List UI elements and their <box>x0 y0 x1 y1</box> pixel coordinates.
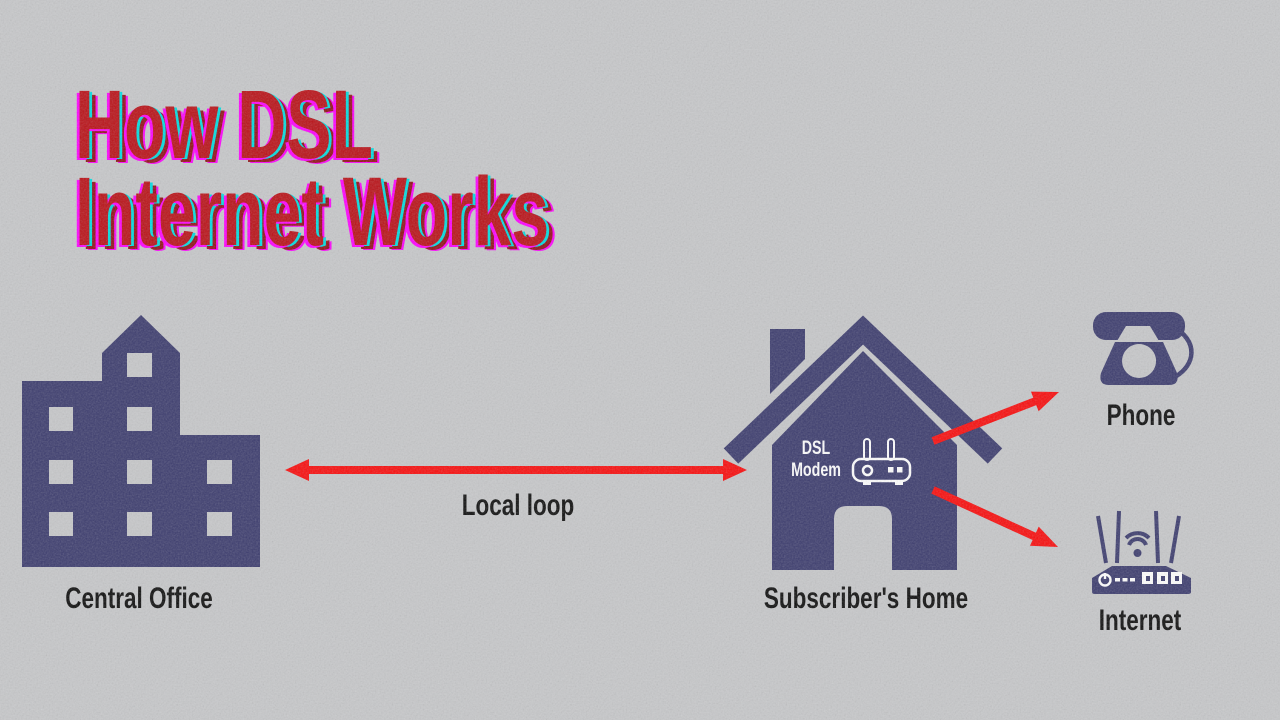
local-loop-label: Local loop <box>461 489 575 522</box>
wifi-router-icon <box>1092 510 1191 594</box>
subscribers-home-label: Subscriber's Home <box>763 582 969 615</box>
telephone-icon <box>1093 312 1194 385</box>
dsl-modem-label-line2: Modem <box>791 460 841 481</box>
internet-label: Internet <box>1098 604 1182 637</box>
dsl-modem-label: DSL Modem <box>791 438 841 482</box>
phone-label: Phone <box>1106 399 1176 432</box>
page-title-line-2: Internet Works <box>75 157 550 266</box>
central-office-label: Central Office <box>65 582 213 615</box>
local-loop-arrow <box>285 459 747 481</box>
office-building-icon <box>22 315 260 567</box>
dsl-modem-label-line1: DSL <box>801 438 831 459</box>
